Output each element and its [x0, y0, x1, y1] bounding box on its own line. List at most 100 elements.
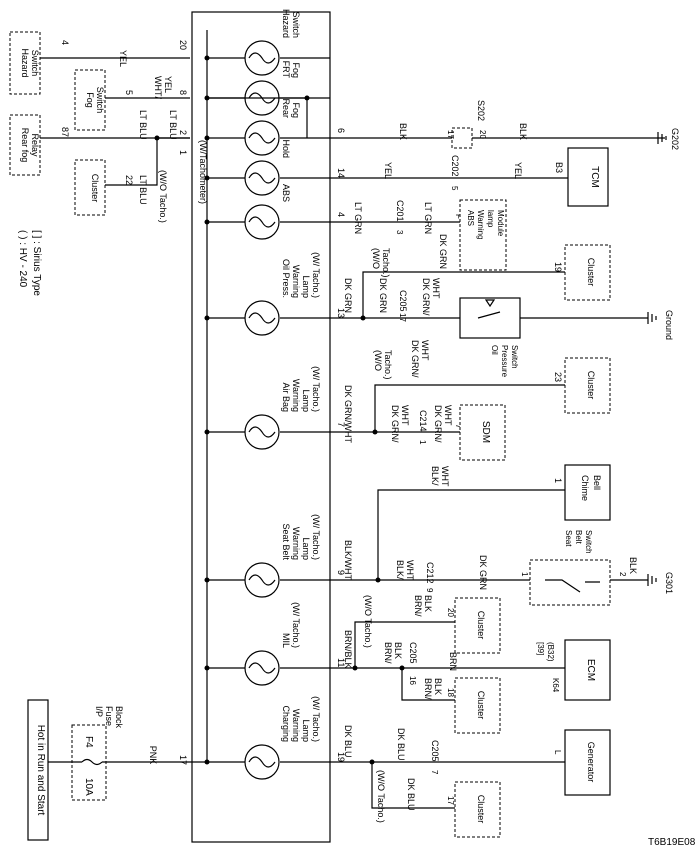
abs-module-box — [459, 199, 507, 271]
splice-s202 — [451, 127, 473, 149]
ground-oil-icon — [647, 312, 657, 324]
rear-fog-relay-label-2: Relay — [30, 133, 40, 157]
lamp-label: Lamp — [301, 537, 311, 560]
lamp-label: Warning — [291, 527, 301, 560]
cluster-23-label: Cluster — [586, 371, 596, 400]
tachometer-label: (W/Tachometer) — [198, 140, 208, 204]
connector-c214: C214 — [418, 410, 428, 432]
lamp-8: MIL(W/ Tacho.)11 — [204, 602, 346, 686]
cluster-18-label: Cluster — [476, 691, 486, 720]
wire-blk-3: BLK — [628, 557, 638, 574]
fuse-rating: 10A — [83, 778, 94, 796]
lamp-label: Fog — [291, 62, 301, 78]
wire-blk-2: BLK — [518, 123, 528, 140]
ecm-label: ECM — [585, 659, 596, 681]
cluster-20-label: Cluster — [476, 611, 486, 640]
s202-pin-17: 17 — [446, 130, 455, 139]
c214-pin: 1 — [418, 440, 427, 445]
wire-yel-2: YEL — [513, 162, 523, 179]
wire-dk-grn-wht-8: WHT — [443, 405, 453, 426]
wire-wo-tacho-3: (W/O — [373, 350, 383, 371]
lamp-label: Air Bag — [281, 382, 291, 412]
wire-brn-blk-3: BRN/ — [383, 642, 393, 664]
wire-pnk: PNK — [148, 746, 158, 765]
wire-dk-grn-3: DK GRN — [378, 278, 388, 313]
sdm-pin: 7 — [454, 424, 463, 429]
wire-lt-blu-3: LT BLU — [138, 175, 148, 205]
lamp-pin-out: 9 — [336, 570, 346, 575]
wire-dk-grn-wht-1: DK GRN/ — [421, 278, 431, 316]
lamp-pin-out: 13 — [336, 308, 346, 318]
lamp-label: (W/ Tacho.) — [311, 696, 321, 742]
lamp-label: Warning — [291, 709, 301, 742]
splice-s202-label: S202 — [476, 100, 486, 121]
connector-c205-oil: C205 — [398, 290, 408, 312]
wire-brn-blk-2: BLK — [423, 595, 433, 612]
wire-dk-grn-1: DK GRN — [438, 234, 448, 269]
lamp-pin-out: 4 — [336, 212, 346, 217]
legend-bracket: [ ] : Sirius Type — [31, 230, 42, 296]
wire-wo-tacho-1: (W/O — [371, 248, 381, 269]
lamp-label: Warning — [291, 265, 301, 298]
cluster-18-pin: 18 — [446, 688, 455, 697]
cluster-18-box — [454, 677, 501, 734]
wire-lt-blu-1: LT BLU — [138, 110, 148, 140]
rear-fog-relay-label-1: Rear fog — [20, 128, 30, 163]
wire-dk-grn-wht-5: DK GRN/ — [390, 405, 400, 443]
lamp-label: FRT — [281, 61, 291, 79]
ground-g301-label: G301 — [664, 572, 674, 594]
c201-pin: 3 — [395, 230, 404, 235]
lamp-label: Oil Press. — [281, 259, 291, 298]
wire-dk-grn-wht-7: DK GRN/ — [433, 405, 443, 443]
cluster-17-pin: 17 — [446, 796, 455, 805]
connector-c205-chg: C205 — [430, 740, 440, 762]
power-source-box — [27, 699, 49, 841]
sbs-pin-2: 2 — [618, 572, 627, 577]
sdm-label: SDM — [480, 421, 491, 443]
ground-g202-icon — [657, 132, 667, 144]
wire-brn-blk-4: BLK — [393, 642, 403, 659]
generator-label: Generator — [586, 742, 596, 783]
ground-oil-label: Ground — [664, 310, 674, 340]
cluster-23-pin: 23 — [553, 372, 563, 382]
cluster-19-label: Cluster — [586, 258, 596, 287]
abs-module-label-1: ABS — [466, 210, 475, 226]
lamp-pin-out: 19 — [336, 752, 346, 762]
wire-dk-grn-wht-6: WHT — [400, 405, 410, 426]
cluster-19-pin: 19 — [553, 262, 563, 272]
wire-dk-blu-3: DK BLU — [406, 778, 416, 811]
lamp-pin-out: 14 — [336, 168, 346, 178]
wire-wo-tacho: (W/O Tacho.) — [158, 170, 168, 223]
lamp-label: Hold — [281, 139, 291, 158]
lamp-pin-out: 7 — [336, 422, 346, 427]
wire-brn-blk-5: BRN/ — [423, 678, 433, 700]
power-source-label: Hot in Run and Start — [35, 725, 46, 816]
wire-yel-label: YEL — [118, 50, 128, 67]
legend-paren: ( ) : HV - 240 — [17, 230, 28, 288]
chime-bell-box — [564, 464, 611, 521]
c202-pin: 5 — [450, 186, 459, 191]
lamp-label: Hazard — [281, 9, 291, 38]
connector-c212: C212 — [425, 562, 435, 584]
ground-g202-label: G202 — [670, 128, 680, 150]
lamp-label: Switch — [291, 11, 301, 38]
cluster-19-box — [564, 244, 611, 301]
lamp-label: Lamp — [301, 719, 311, 742]
hazard-switch-box — [9, 31, 41, 95]
wire-blk-1: BLK — [398, 123, 408, 140]
lamp-label: Warning — [291, 379, 301, 412]
pin-2: 2 — [178, 130, 188, 135]
cluster-left-pin: 22 — [124, 175, 134, 185]
lamp-3: Hold 14 — [204, 139, 346, 196]
lamp-label: (W/ Tacho.) — [311, 514, 321, 560]
fuse-symbol — [81, 758, 103, 766]
seat-belt-switch-symbol — [545, 579, 600, 593]
rear-fog-relay-box — [9, 114, 41, 176]
sbs-pin-1: 1 — [520, 572, 529, 577]
fog-switch-label-2: Switch — [95, 87, 105, 114]
oil-switch-label-2: Pressure — [500, 345, 509, 378]
